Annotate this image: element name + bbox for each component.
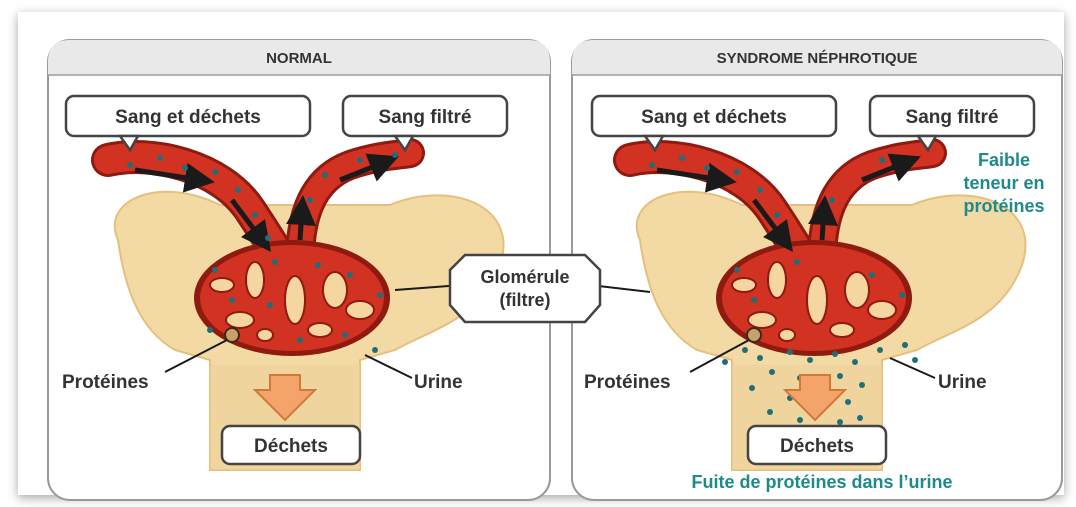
panel-nephrotic-title: SYNDROME NÉPHROTIQUE (717, 50, 918, 67)
protein-marker-nephrotic (747, 328, 761, 342)
protein-marker-normal (225, 328, 239, 342)
label-proteins-normal: Protéines (62, 372, 149, 393)
label-blood-in-normal-text: Sang et déchets (115, 107, 261, 128)
label-waste-nephrotic: Déchets (748, 426, 886, 464)
panel-nephrotic: SYNDROME NÉPHROTIQUE (572, 40, 1062, 500)
label-urine-nephrotic: Urine (938, 372, 987, 393)
label-waste-normal-text: Déchets (254, 436, 328, 457)
panel-normal-title: NORMAL (266, 50, 332, 67)
low-protein-line3: protéines (963, 196, 1044, 216)
label-proteins-nephrotic: Protéines (584, 372, 671, 393)
glomerulus-label-line1: Glomérule (480, 267, 569, 287)
low-protein-line2: teneur en (963, 173, 1044, 193)
label-urine-normal: Urine (414, 372, 463, 393)
protein-leak-caption: Fuite de protéines dans l’urine (691, 472, 952, 492)
low-protein-line1: Faible (978, 150, 1030, 170)
label-blood-in-nephrotic-text: Sang et déchets (641, 107, 787, 128)
glomerulus-label-line2: (filtre) (500, 290, 551, 310)
label-waste-nephrotic-text: Déchets (780, 436, 854, 457)
label-blood-out-normal-text: Sang filtré (379, 107, 472, 128)
label-blood-out-nephrotic-text: Sang filtré (906, 107, 999, 128)
label-waste-normal: Déchets (222, 426, 360, 464)
